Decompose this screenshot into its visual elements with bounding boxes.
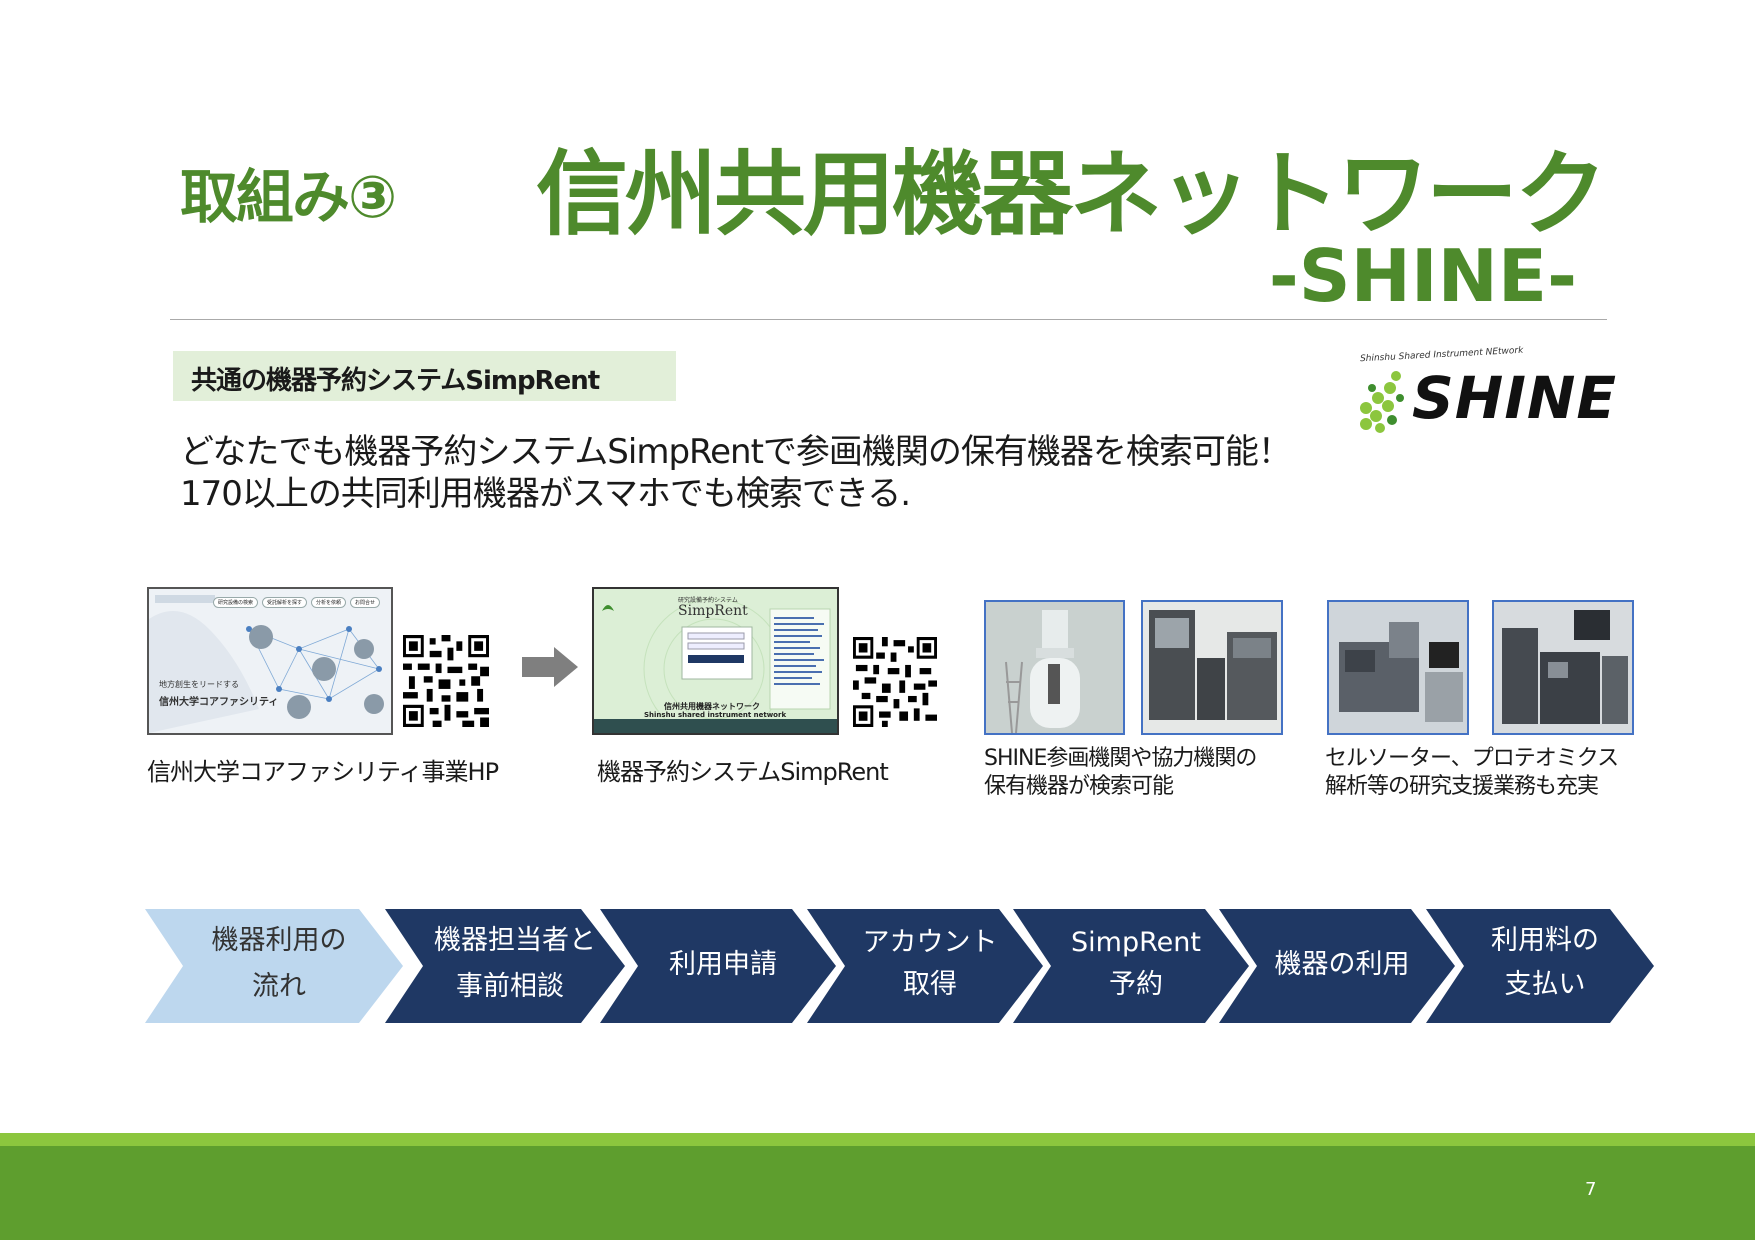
flow-step-label: 機器利用の [211, 925, 347, 956]
nmr-instrument-icon [986, 602, 1123, 733]
chevron-shape-icon [145, 909, 403, 1023]
flow-step-3: 利用申請 [600, 909, 836, 1023]
flow-step-4: アカウント 取得 [807, 909, 1043, 1023]
chevron-shape-icon [600, 909, 836, 1023]
hp-nav-item[interactable]: お問合せ [350, 597, 381, 608]
section-tag-label: 共通の機器予約システムSimpRent [191, 366, 600, 396]
flow-step-6: 機器の利用 [1219, 909, 1455, 1023]
cell-sorter-icon [1329, 602, 1467, 733]
instrument-photo-cell-sorter [1327, 600, 1469, 735]
photo-caption-right-line2: 解析等の研究支援業務も充実 [1325, 774, 1599, 799]
simprent-qr-code-icon[interactable] [853, 637, 937, 727]
flow-step-7: 利用料の 支払い [1426, 909, 1654, 1023]
chevron-shape-icon [1426, 909, 1654, 1023]
simprent-network-en: Shinshu shared instrument network [644, 711, 787, 719]
simprent-screenshot: 研究設備予約システム SimpRent 信州共用機器ネットワーク Shinshu… [592, 587, 839, 735]
simprent-system-name: 研究設備予約システム [678, 597, 738, 604]
qr-code-icon [853, 637, 937, 727]
flow-step-label: 流れ [252, 971, 306, 1002]
flow-step-label: 予約 [1109, 969, 1163, 1000]
photo-caption-left-line2: 保有機器が検索可能 [984, 774, 1174, 799]
flow-step-1: 機器利用の 流れ [145, 909, 403, 1023]
hp-nav: 研究設備の検索 受託解析を探す 分析を依頼 お問合せ [213, 597, 381, 608]
photo-caption-right-line1: セルソーター、プロテオミクス [1325, 746, 1619, 771]
description-line-2: 170以上の共同利用機器がスマホでも検索できる. [180, 474, 911, 514]
chevron-shape-icon [1013, 909, 1249, 1023]
instrument-photo-analyzer [1141, 600, 1283, 735]
flow-step-label: 機器の利用 [1274, 949, 1410, 980]
flow-step-label: 利用料の [1491, 925, 1599, 956]
hp-screenshot: 研究設備の検索 受託解析を探す 分析を依頼 お問合せ 地方創生をリードする 信州… [147, 587, 393, 735]
hp-nav-item[interactable]: 受託解析を探す [262, 597, 308, 608]
flow-step-2: 機器担当者と 事前相談 [385, 909, 625, 1023]
shine-logo: Shinshu Shared Instrument NEtwork SHINE [1352, 346, 1618, 434]
flow-step-label: 事前相談 [456, 971, 564, 1002]
hp-nav-item[interactable]: 分析を依頼 [311, 597, 347, 608]
flow-step-5: SimpRent 予約 [1013, 909, 1249, 1023]
section-tag: 共通の機器予約システムSimpRent [173, 351, 676, 401]
description-line-1: どなたでも機器予約システムSimpRentで参画機関の保有機器を検索可能！ [180, 432, 1292, 472]
instrument-photo-proteomics [1492, 600, 1634, 735]
slide-subtitle: -SHINE- [1268, 234, 1577, 318]
footer-bar [0, 1146, 1755, 1240]
simprent-caption: 機器予約システムSimpRent [597, 758, 889, 786]
chevron-shape-icon [385, 909, 625, 1023]
flow-step-label: SimpRent [1071, 927, 1201, 958]
hp-caption: 信州大学コアファシリティ事業HP [147, 758, 499, 786]
photo-caption-left-line1: SHINE参画機関や協力機関の [984, 746, 1257, 771]
slide-label: 取組み③ [180, 163, 397, 231]
shine-logo-mark-icon [1360, 371, 1404, 433]
slide-title: 信州共用機器ネットワーク [536, 141, 1607, 248]
page-number: 7 [1585, 1179, 1597, 1200]
simprent-network-jp: 信州共用機器ネットワーク [664, 702, 760, 711]
instrument-photo-nmr [984, 600, 1125, 735]
simprent-brand: SimpRent [678, 603, 748, 619]
flow-step-label: 機器担当者と [434, 925, 596, 956]
flow-step-label: 支払い [1504, 969, 1586, 1000]
flow-step-label: 取得 [903, 969, 957, 1000]
mass-spectrometer-icon [1494, 602, 1632, 733]
network-graphic-icon [149, 589, 391, 733]
flow-step-label: アカウント [862, 927, 998, 958]
qr-code-icon [403, 635, 489, 727]
footer-accent-bar [0, 1133, 1755, 1146]
logo-tagline: Shinshu Shared Instrument NEtwork [1359, 345, 1524, 365]
chevron-shape-icon [807, 909, 1043, 1023]
flow-step-label: 利用申請 [669, 949, 777, 980]
arrow-right-icon [522, 647, 578, 691]
hp-qr-code-icon[interactable] [403, 635, 489, 727]
chevron-shape-icon [1219, 909, 1455, 1023]
title-divider [170, 319, 1607, 320]
logo-wordmark: SHINE [1412, 364, 1618, 432]
analyzer-instrument-icon [1143, 602, 1281, 733]
simprent-background-icon [594, 589, 837, 733]
hp-nav-item[interactable]: 研究設備の検索 [213, 597, 259, 608]
hp-tagline: 地方創生をリードする [159, 680, 239, 689]
hp-name: 信州大学コアファシリティ [159, 697, 279, 708]
